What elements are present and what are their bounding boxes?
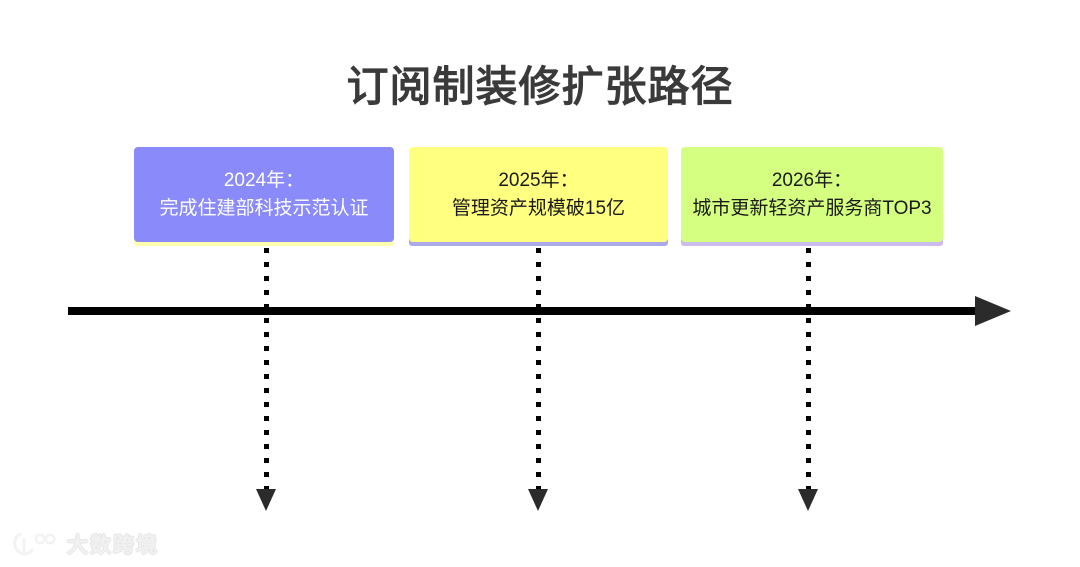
- milestone-description-2025: 管理资产规模破15亿: [451, 197, 626, 219]
- milestone-connector-2026: [806, 248, 811, 493]
- milestone-card-strip-3: [681, 239, 943, 246]
- brand-logo-icon: [13, 532, 56, 556]
- milestone-year-2026: 2026年：: [771, 169, 853, 191]
- milestone-card-strip-1: [134, 239, 394, 246]
- timeline-axis-arrow-icon: [975, 296, 1011, 326]
- milestone-card-2026[interactable]: 2026年： 城市更新轻资产服务商TOP3: [681, 147, 943, 242]
- milestone-year-2025: 2025年：: [498, 169, 579, 191]
- watermark: 大数跨境: [12, 529, 159, 559]
- milestone-description-2026: 城市更新轻资产服务商TOP3: [692, 197, 932, 219]
- milestone-connector-arrow-2024: [256, 489, 276, 511]
- milestone-connector-2025: [536, 248, 541, 493]
- milestone-connector-arrow-2026: [798, 489, 818, 511]
- milestone-card-strip-2: [409, 239, 668, 246]
- milestone-card-2025[interactable]: 2025年： 管理资产规模破15亿: [409, 147, 668, 242]
- milestone-connector-arrow-2025: [528, 489, 548, 511]
- milestone-description-2024: 完成住建部科技示范认证: [159, 197, 369, 219]
- milestone-connector-2024: [264, 248, 269, 493]
- milestone-card-2024[interactable]: 2024年： 完成住建部科技示范认证: [134, 147, 394, 242]
- page-title: 订阅制装修扩张路径: [346, 63, 734, 110]
- milestone-year-2024: 2024年：: [223, 169, 305, 191]
- watermark-text: 大数跨境: [67, 534, 159, 557]
- timeline-axis-line: [68, 307, 983, 315]
